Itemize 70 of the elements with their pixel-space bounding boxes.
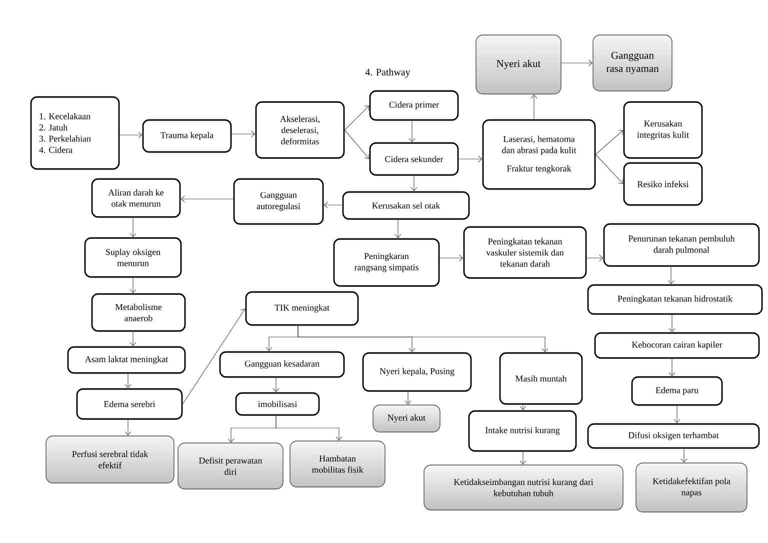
process-box: imobilisasi [235,392,320,416]
process-box: Kerusakan integritas kulit [623,101,703,159]
arrow [410,175,418,192]
process-box: Intake nutrisi kurang [468,410,577,452]
arrow [674,405,680,424]
arrow [668,314,676,332]
process-box: Aliran darah ke otak menurun [91,178,181,218]
arrow [668,358,676,376]
process-box: TIK meningkat [245,291,359,326]
arrow [530,94,538,120]
process-box: Peningkatan tekanan hidrostatik [587,284,763,315]
process-box: Cidera primer [369,90,459,121]
arrow [668,266,674,284]
process-box: Asam laktat meningkat [67,346,186,374]
arrow [119,132,142,138]
arrow [124,373,132,388]
title: 4. Pathway [365,68,410,78]
arrow [561,60,593,66]
outcome-box: Hambatan mobilitas fisik [290,440,386,488]
process-box: Penurunan tekanan pembuluh darah pulmonal [603,223,760,267]
process-box: Edema paru [631,376,723,406]
arrow [231,130,256,138]
arrow [324,202,343,208]
outcome-box: Perfusi serebral tidak efektif [46,436,174,484]
outcome-box: Ketidakefektifan pola napas [636,462,748,512]
arrow [404,391,412,405]
process-box: Laserasi, hematoma dan abrasi pada kulit Fraktur tengkorak [482,119,596,190]
outcome-box: Ketidakseimbangan nutrisi kurang dari kebutuhan tubuh [424,464,624,510]
outcome-box: Gangguan rasa nyaman [592,34,672,92]
arrow [130,217,136,238]
arrow [439,254,464,262]
process-box: Edema serebri [76,388,183,420]
arrow [182,308,246,404]
process-box: Kebocoran cairan kapiler [594,332,760,359]
process-box: Peningkatan tekanan vaskuler sistemik dan tekanan darah [463,226,587,279]
process-box: Cidera sekunder [369,142,459,176]
arrow [520,404,526,410]
process-box: Difusi oksigen terhambat [587,423,760,449]
arrow [272,377,280,392]
arrow [586,254,604,262]
arrow [595,130,624,155]
process-box: Masih muntah [499,352,583,405]
arrow [520,451,526,465]
arrow [130,277,136,294]
process-box: Kerusakan sel otak [342,191,470,220]
arrow [344,106,370,130]
arrow [180,196,234,202]
outcome-box: Nyeri akut [372,404,440,432]
process-box: Nyeri kepala, Pusing [362,352,472,392]
outcome-box: Defisit perawatan diri [178,442,284,490]
process-box: Resiko infeksi [623,162,703,206]
arrow [298,325,548,352]
arrow [408,120,416,142]
arrow [458,156,482,162]
arrow [344,130,370,159]
process-box: Gangguan autoregulasi [233,178,324,225]
outcome-box: Nyeri akut [476,34,562,94]
list-box: 1. Kecelakaan 2. Jatuh 3. Perkelahian 4. Cidera [30,96,120,170]
process-box: Suplay oksigen menurun [84,237,182,278]
process-box: Peningkaran rangsang simpatis [333,238,440,287]
arrow [595,154,624,184]
process-box: Metabolisme anaerob [91,293,186,332]
arrow [130,331,136,346]
process-box: Gangguan kesadaran [219,351,345,378]
arrow [276,415,342,441]
process-box: Trauma kepala [142,119,232,153]
arrow [394,219,402,238]
arrow [680,448,688,463]
process-box: Akselerasi, deselerasi, deformitas [255,101,345,159]
arrow [124,419,132,436]
